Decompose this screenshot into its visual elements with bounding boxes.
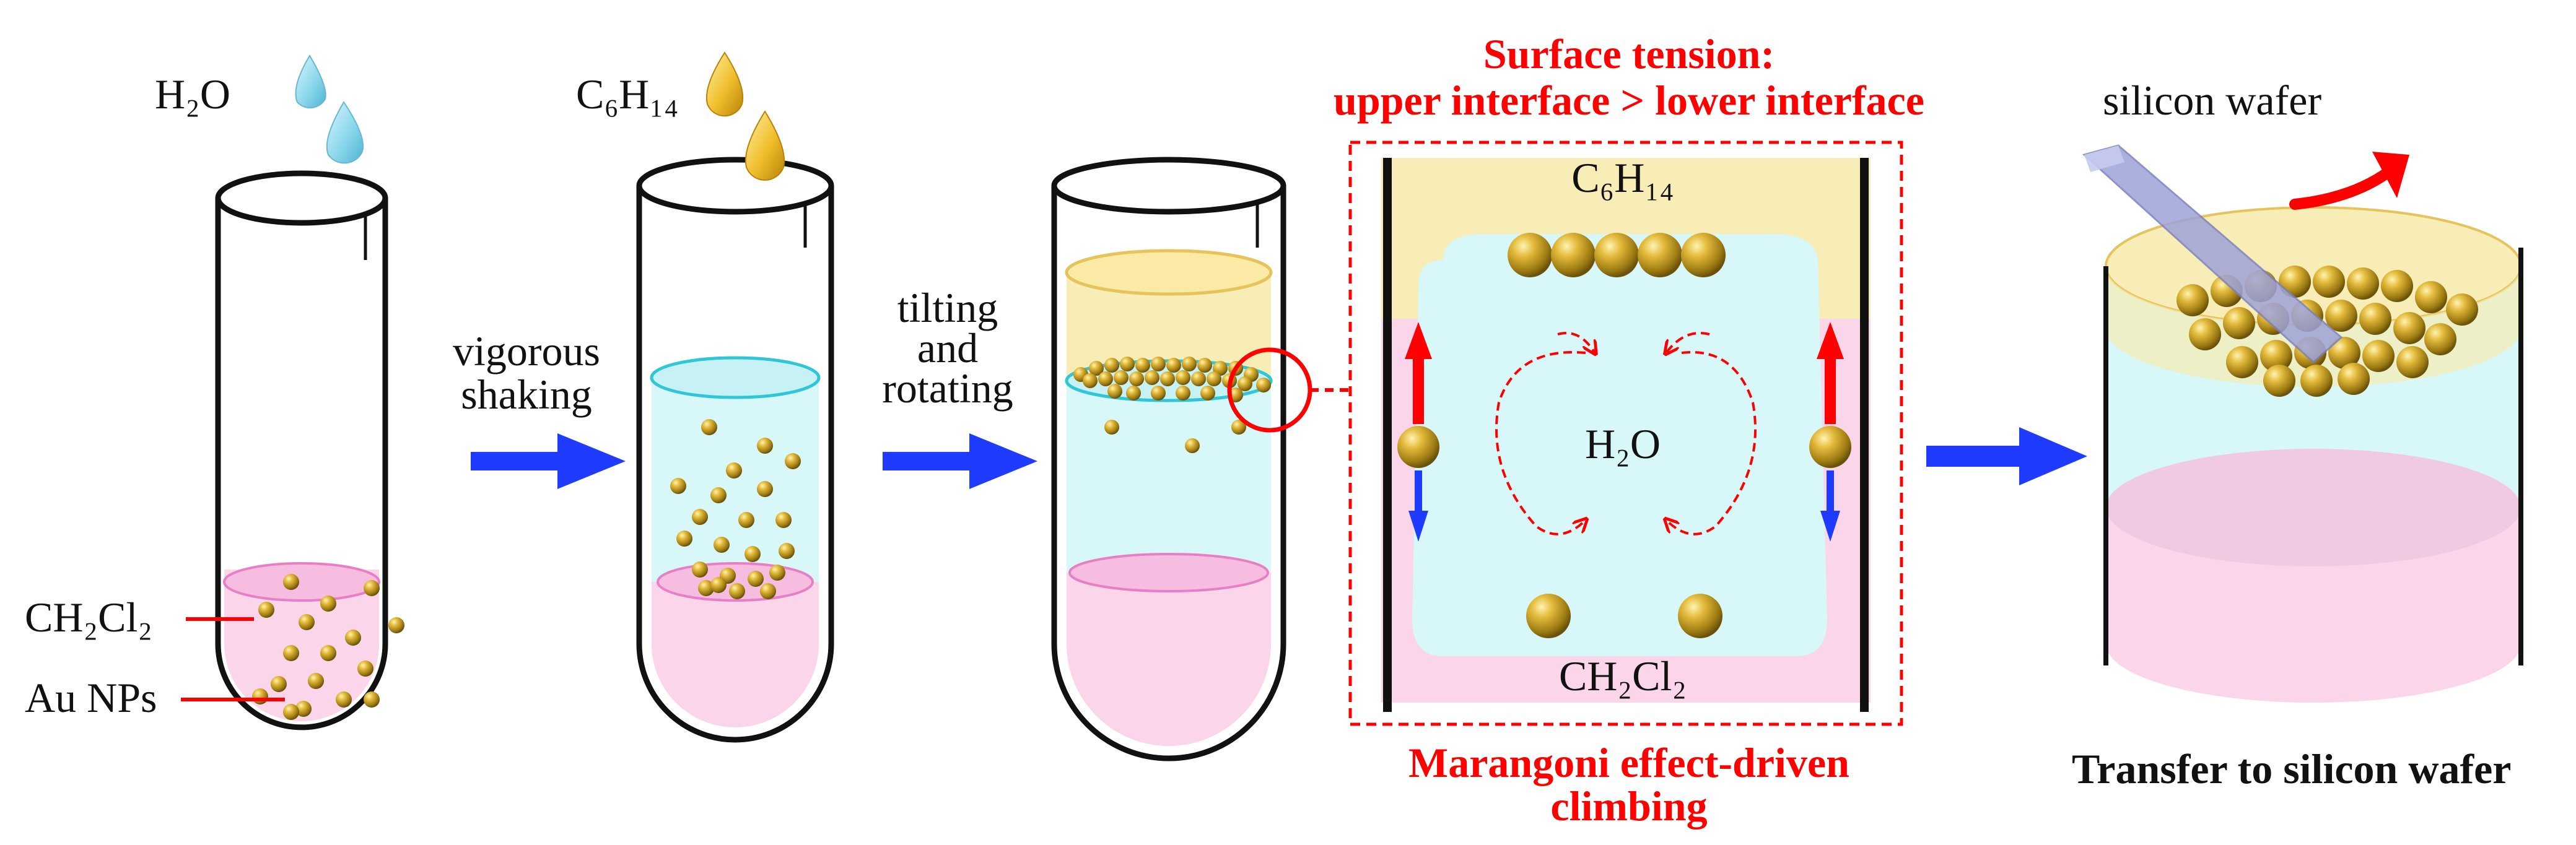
tube-2: [636, 157, 834, 743]
marangoni-inset: [1348, 141, 1903, 726]
label-transfer: Transfer to silicon wafer: [2072, 745, 2511, 792]
label-h2o-1: H₂O: [155, 71, 230, 118]
inset-label-c6h14: C₆H₁₄: [1571, 154, 1674, 201]
inset-bottom-particles: [1526, 594, 1722, 638]
lift-arrow: [2289, 165, 2396, 210]
inset-side-particles: [1397, 426, 1851, 468]
inset-top-particles: [1508, 233, 1726, 277]
hexane-drops: [705, 51, 785, 181]
arrow-3: [1926, 427, 2087, 485]
label-and: and: [917, 324, 978, 371]
label-rotating: rotating: [882, 365, 1013, 412]
label-c6h14-1: C₆H₁₄: [576, 71, 679, 118]
arrow-1: [471, 433, 626, 489]
tube-1: [215, 170, 404, 730]
nanoparticles-tube-1: [252, 574, 404, 720]
nanoparticles-tube-2: [670, 419, 801, 599]
label-tilting: tilting: [897, 284, 998, 331]
tube-3: [1051, 157, 1350, 761]
surface-title-line2: upper interface > lower interface: [1334, 77, 1924, 124]
inset-label-ch2cl2: CH₂Cl₂: [1559, 652, 1687, 700]
marangoni-line1: Marangoni effect-driven: [1408, 739, 1849, 786]
beaker: [2082, 144, 2523, 703]
surface-title-line1: Surface tension:: [1483, 30, 1775, 77]
marangoni-line2: climbing: [1550, 782, 1707, 830]
label-ch2cl2: CH₂Cl₂: [25, 594, 152, 641]
arrow-2: [883, 433, 1037, 489]
climbing-arrows: [1405, 322, 1844, 542]
inset-label-h2o: H₂O: [1585, 420, 1661, 467]
circulation-arrows: [1495, 332, 1757, 535]
label-au-nps: Au NPs: [25, 674, 157, 721]
label-shaking: shaking: [461, 371, 592, 418]
water-drops: [295, 54, 364, 164]
label-vigorous: vigorous: [453, 327, 600, 375]
label-silicon-wafer: silicon wafer: [2103, 77, 2321, 124]
